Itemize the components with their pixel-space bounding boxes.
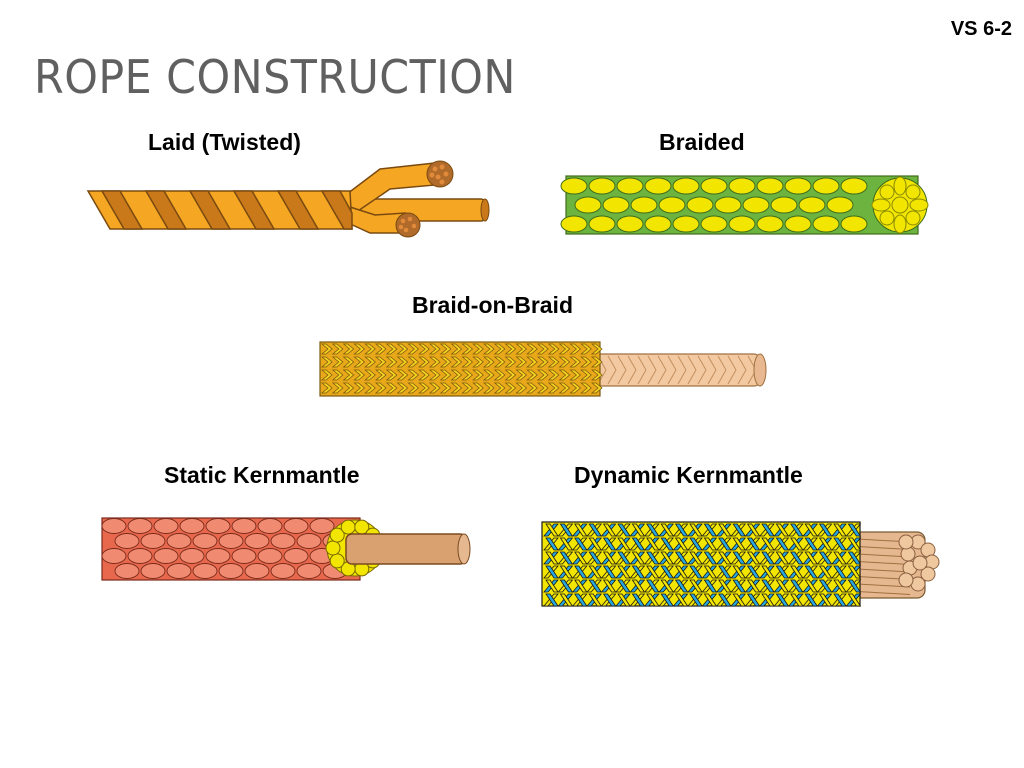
- outer-braid-chevrons: [320, 343, 603, 394]
- inner-braid-weave: [597, 355, 757, 385]
- static-kernmantle-rope-illustration: [101, 517, 471, 581]
- dynamic-sheath-weave: [543, 523, 862, 607]
- laid-rope-illustration: [86, 160, 490, 238]
- braided-weave-cells: [560, 177, 868, 233]
- laid-twisted-body: [86, 190, 353, 230]
- dynamic-kernmantle-rope-illustration: [541, 521, 940, 607]
- label-braided: Braided: [659, 129, 745, 155]
- inner-braid: [583, 353, 761, 387]
- label-braid-on-braid: Braid-on-Braid: [412, 292, 573, 318]
- label-static-kernmantle: Static Kernmantle: [164, 462, 360, 488]
- label-laid-twisted: Laid (Twisted): [148, 129, 301, 155]
- braid-on-braid-rope-illustration: [319, 341, 767, 397]
- laid-lower-strand-end: [395, 212, 421, 238]
- braided-end-flower: [871, 176, 929, 234]
- braided-rope-illustration: [560, 175, 929, 235]
- static-core: [345, 533, 467, 565]
- static-sheath-cells: [101, 518, 348, 579]
- label-dynamic-kernmantle: Dynamic Kernmantle: [574, 462, 803, 488]
- slide-number: VS 6-2: [950, 18, 1012, 40]
- slide-title: ROPE CONSTRUCTION: [34, 50, 516, 104]
